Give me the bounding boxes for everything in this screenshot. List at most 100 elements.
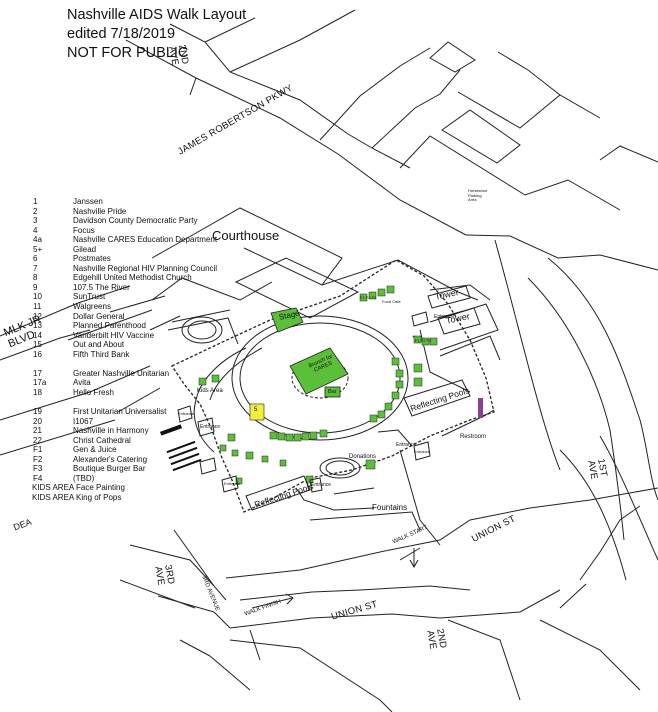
legend-row: 9 107.5 The River [28, 283, 243, 293]
fountains-label: Fountains [372, 503, 408, 512]
food-booths-top: F1 F2 F3 [360, 295, 377, 300]
restroom-label: Restroom [460, 434, 487, 440]
courthouse-label: Courthouse [212, 228, 280, 243]
legend-num: 19 [33, 407, 42, 417]
brunch-block [289, 347, 349, 395]
legend-kids-area: KIDS AREA [32, 492, 75, 502]
legend-name: Nashville in Harmony [73, 426, 149, 436]
legend-num: 9 [33, 282, 38, 292]
booth-group [198, 285, 438, 485]
legend-name: SunTrust [73, 292, 106, 302]
legend-name: Face Painting [76, 483, 125, 493]
legend-num: 18 [33, 387, 42, 397]
food-booths-right: F1 F2 F3 [415, 338, 432, 343]
legend-name: Out and About [73, 340, 125, 350]
legend-name: 107.5 The River [73, 282, 130, 292]
legend-num: 4a [33, 235, 42, 245]
legend-num: 15 [33, 340, 42, 350]
legend-name: Vanderbilt HIV Vaccine [73, 330, 155, 340]
legend-row: 4a Nashville CARES Education Department [28, 235, 243, 245]
legend-num: 16 [33, 349, 42, 359]
legend-row: 3 Davidson County Democratic Party [28, 216, 243, 226]
bar-label: Bar [328, 389, 337, 395]
entrance-right-label: Entrance [396, 442, 417, 448]
legend-num: 2 [33, 206, 38, 216]
legend-num: 4 [33, 225, 38, 235]
legend-num: 7 [33, 263, 38, 273]
legend-name: King of Pops [76, 492, 122, 502]
legend-num: 3 [33, 216, 38, 226]
legend-name: Davidson County Democratic Party [73, 216, 198, 226]
legend-row: F4(TBD) [28, 474, 243, 484]
round-planter-left [181, 316, 223, 344]
legend-row: 5+Gilead [28, 245, 243, 255]
oval-plaza-outer [231, 315, 409, 441]
legend-row: 17a Avita [28, 378, 243, 388]
legend-name: Hello Fresh [73, 387, 114, 397]
legend-num: 13 [33, 321, 42, 331]
area-boxes [177, 285, 481, 511]
legend-num: F1 [33, 445, 43, 455]
legend-name: Gen & Juice [73, 445, 117, 455]
legend-name: Postmates [73, 254, 111, 264]
legend-row: F1 Gen & Juice [28, 445, 243, 455]
legend-row: 11 Walgreens [28, 302, 243, 312]
kids-area-label: Kids Area [197, 388, 223, 394]
legend-num: 10 [33, 292, 42, 302]
stair-marks [159, 424, 202, 472]
walk-arrows [251, 548, 419, 609]
legend-row: 18 Hello Fresh [28, 388, 243, 398]
map-title: Nashville AIDS Walk Layout [67, 7, 247, 23]
restroom-block [478, 398, 483, 418]
legend-row: 13 Planned Parenthood [28, 321, 243, 331]
legend-num: 14 [33, 330, 42, 340]
legend-name: Avita [73, 378, 91, 388]
legend-row: 10 SunTrust [28, 292, 243, 302]
brunch-boundary [291, 357, 349, 399]
booth-5-label: 5 [254, 407, 258, 413]
round-planter-left-inner [187, 320, 217, 340]
legend-row: 12 Dollar General [28, 312, 243, 322]
legend-row: 14 Vanderbilt HIV Vaccine [28, 331, 243, 341]
entrance-tiny-3: Entrance [414, 449, 431, 454]
legend-num: F4 [33, 473, 43, 483]
legend-num: 17 [33, 368, 42, 378]
legend-name: Nashville CARES Education Department [73, 235, 218, 245]
entrance-upper-label: Entrance [434, 314, 455, 320]
legend-num: 22 [33, 435, 42, 445]
booth-5 [249, 403, 265, 421]
round-planter-bottom [319, 457, 361, 479]
legend-name: Nashville Regional HIV Planning Council [73, 263, 218, 273]
legend-num: 5+ [33, 244, 43, 254]
entrance-tiny-1: Entrance [178, 411, 195, 416]
legend-name: Planned Parenthood [73, 321, 146, 331]
legend-name: Dollar General [73, 311, 125, 321]
legend-name: Boutique Burger Bar [73, 464, 146, 474]
food-cafe-note: Food Cafe [382, 299, 401, 304]
legend-num: F3 [33, 464, 43, 474]
legend-name: I1067 [73, 416, 94, 426]
legend-num: 12 [33, 311, 42, 321]
stage-block [270, 307, 304, 333]
legend-num: 1 [33, 197, 38, 206]
legend-name: Walgreens [73, 302, 111, 312]
street-lines [0, 9, 658, 712]
legend-num: 11 [33, 302, 42, 312]
legend-name: First Unitarian Universalist [73, 407, 167, 417]
legend-num: 17a [33, 378, 47, 388]
